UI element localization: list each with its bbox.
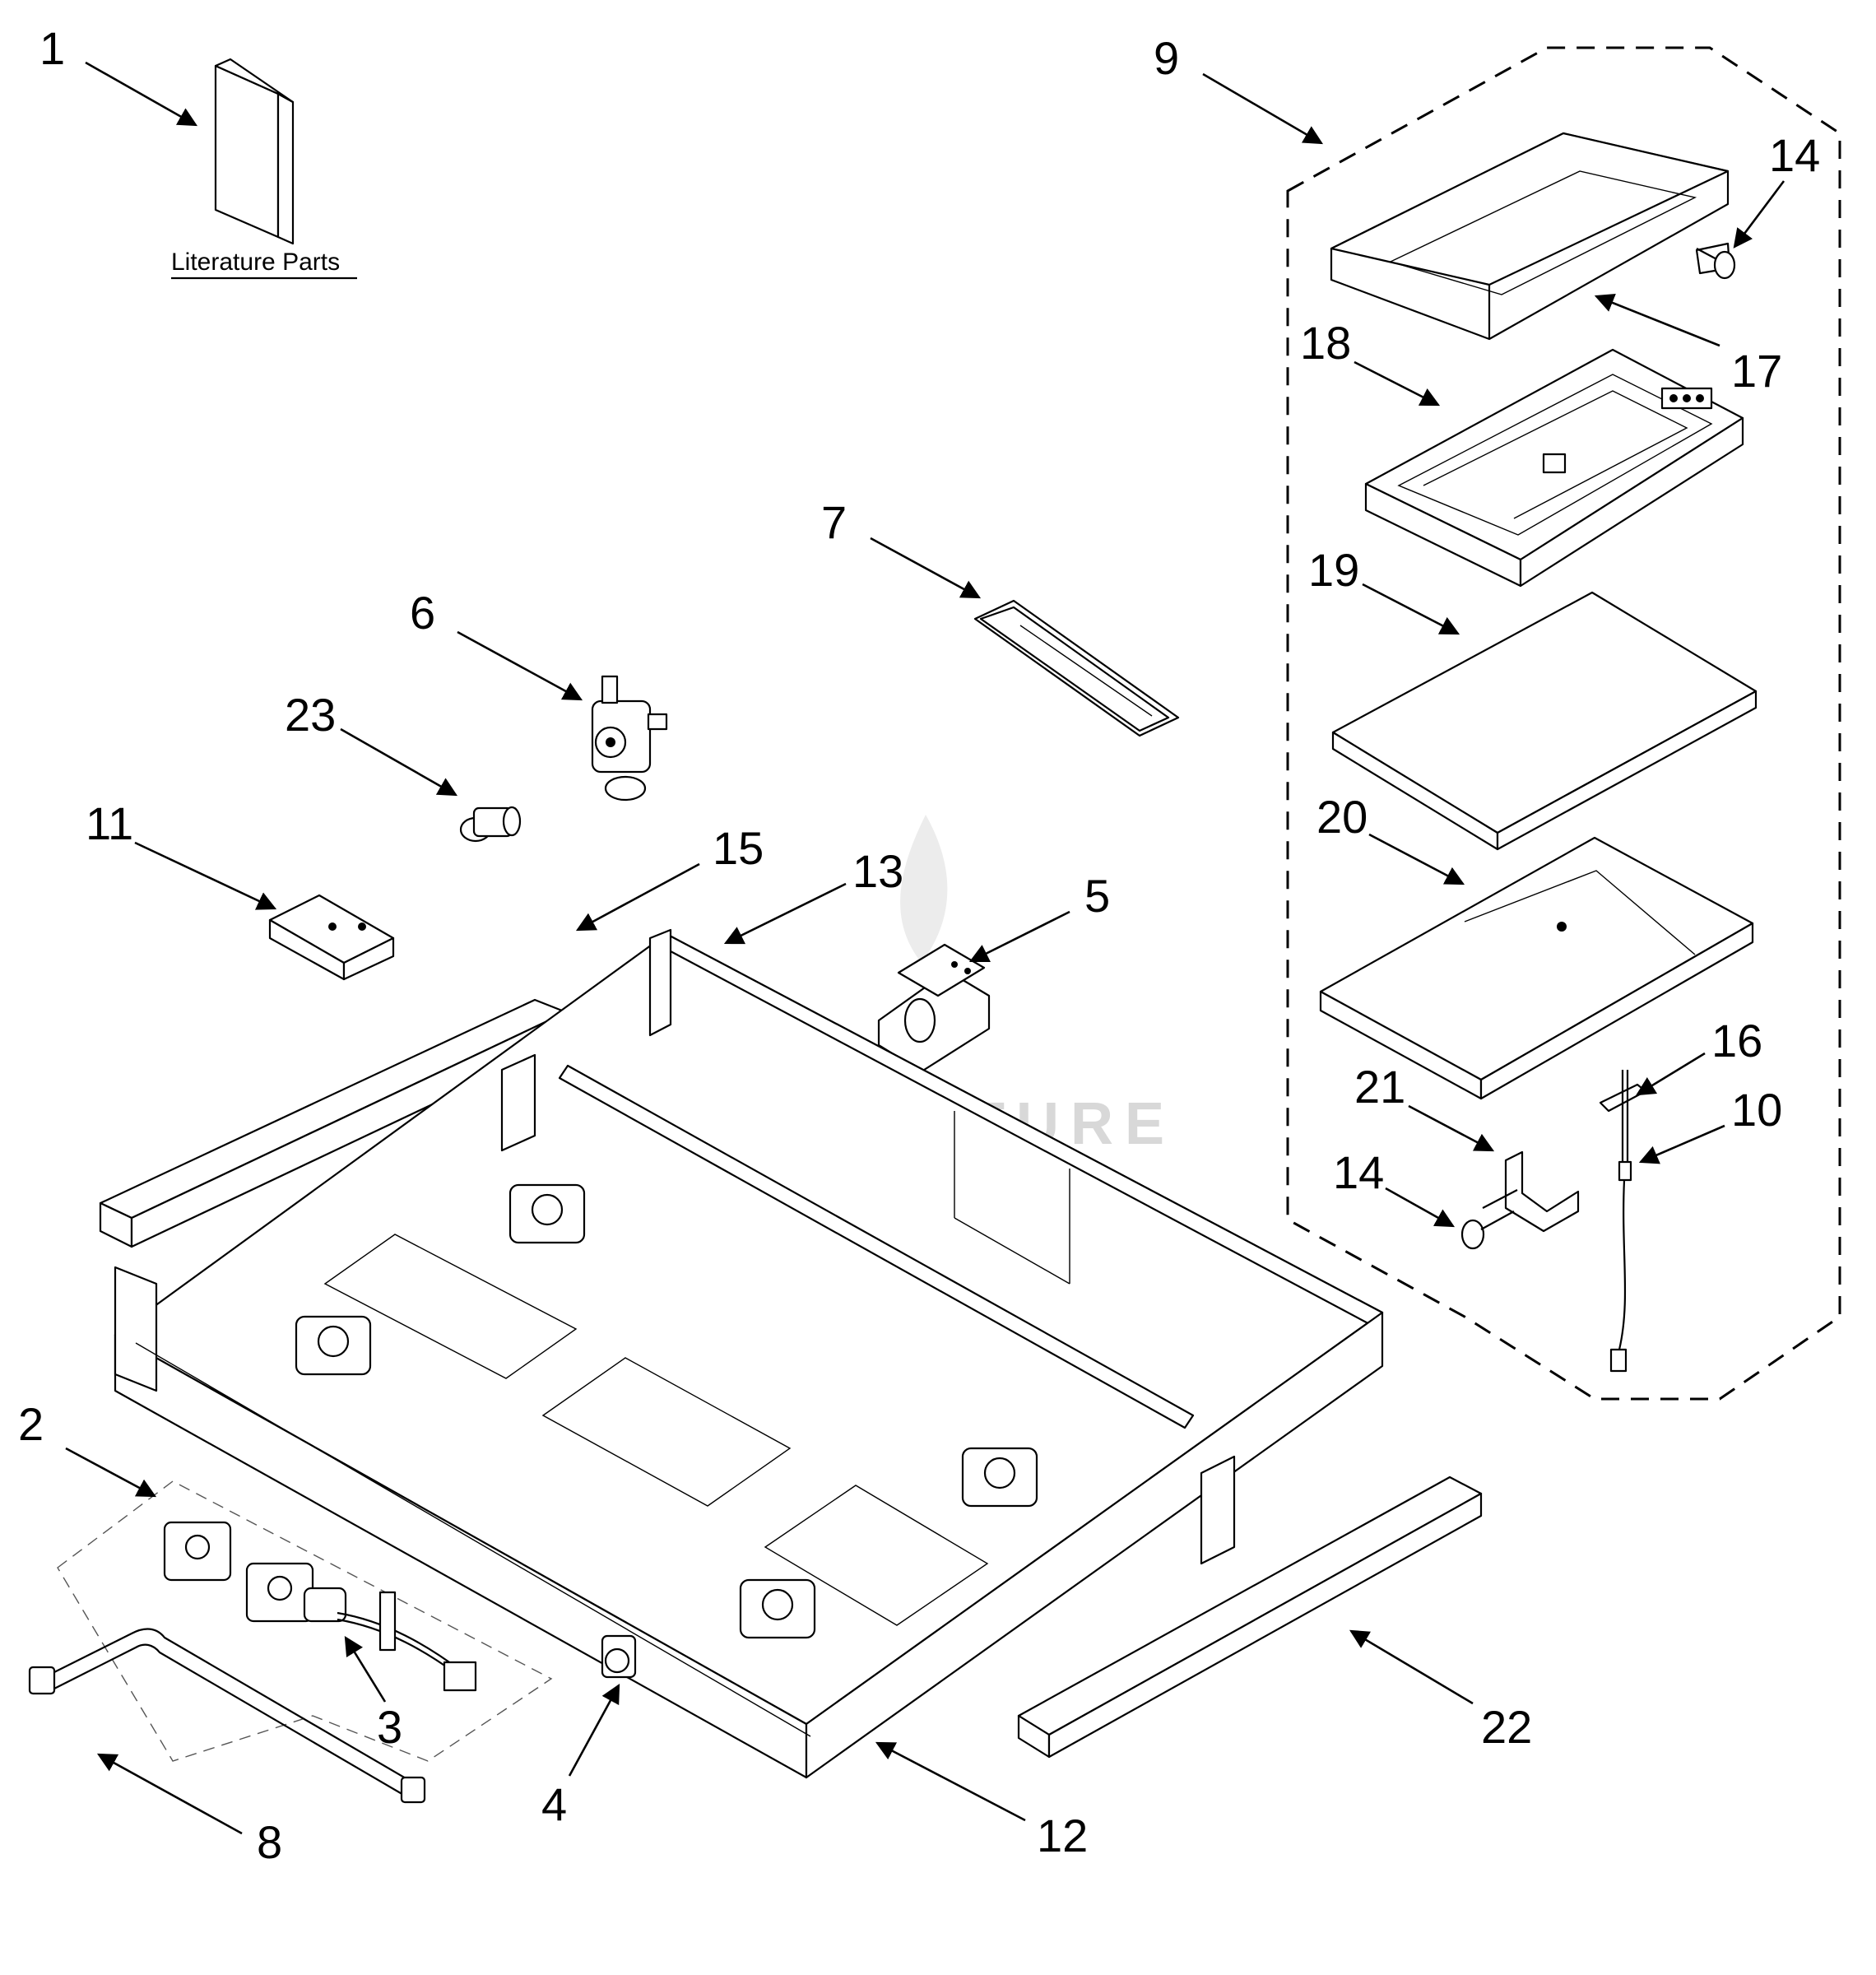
callout-6: 6 — [410, 587, 435, 639]
callout-5: 5 — [1084, 870, 1110, 922]
screw-bottom[interactable] — [1460, 1211, 1515, 1250]
callout-4: 4 — [541, 1778, 567, 1830]
valve-manifold[interactable] — [57, 1480, 553, 1762]
callout-16: 16 — [1711, 1015, 1762, 1066]
knob-mount — [601, 1634, 637, 1679]
callout-17: 17 — [1731, 345, 1782, 397]
callout-12: 12 — [1037, 1810, 1088, 1861]
callout-20: 20 — [1316, 791, 1368, 843]
mounting-bracket[interactable] — [1482, 1150, 1580, 1233]
callout-19: 19 — [1308, 544, 1359, 596]
burner-box[interactable] — [114, 928, 1384, 1779]
leader-arrows — [65, 61, 1785, 1835]
callout-21: 21 — [1354, 1061, 1405, 1113]
temperature-probe[interactable] — [1599, 1070, 1647, 1373]
griddle-plate[interactable] — [1330, 132, 1731, 341]
orifice-fitting[interactable] — [459, 806, 522, 843]
callout-18: 18 — [1300, 317, 1351, 369]
literature-label: Literature Parts — [171, 249, 340, 276]
callout-9: 9 — [1154, 32, 1179, 84]
callout-11: 11 — [86, 797, 133, 849]
callout-13: 13 — [852, 845, 903, 897]
screw-top[interactable] — [1696, 248, 1736, 280]
side-trim-bar[interactable] — [1017, 1475, 1483, 1759]
literature-parts[interactable]: Literature Parts — [171, 58, 357, 280]
callout-2: 2 — [18, 1398, 44, 1450]
callout-22: 22 — [1481, 1701, 1532, 1753]
callout-10: 10 — [1731, 1084, 1782, 1136]
callout-7: 7 — [821, 496, 847, 548]
heat-shield[interactable] — [268, 894, 395, 981]
wiring-harness[interactable] — [337, 1591, 477, 1692]
gas-supply-tube[interactable] — [28, 1628, 426, 1804]
support-pan[interactable] — [1319, 836, 1754, 1100]
griddle-valve[interactable] — [591, 675, 668, 802]
callouts: 1 2 3 4 5 6 7 8 9 10 11 12 13 14 14 15 1… — [18, 22, 1820, 1868]
callout-14-top: 14 — [1769, 129, 1820, 181]
callout-14-bottom: 14 — [1333, 1146, 1384, 1198]
griddle-assembly-boundary — [1286, 46, 1841, 1401]
callout-1: 1 — [39, 22, 65, 74]
callout-15: 15 — [713, 822, 764, 874]
terminal-block — [1660, 387, 1713, 410]
front-trim-bar[interactable] — [99, 998, 568, 1248]
callout-8: 8 — [257, 1816, 282, 1868]
trim-channel[interactable] — [973, 599, 1180, 737]
burner-valve-cluster — [295, 1183, 1038, 1639]
insulation-pad[interactable] — [1331, 591, 1758, 851]
callout-3: 3 — [377, 1701, 402, 1753]
heating-element-tray[interactable] — [1364, 348, 1744, 588]
callout-23: 23 — [285, 689, 336, 741]
burner-opening — [323, 1234, 989, 1626]
spark-module[interactable] — [877, 943, 991, 1073]
